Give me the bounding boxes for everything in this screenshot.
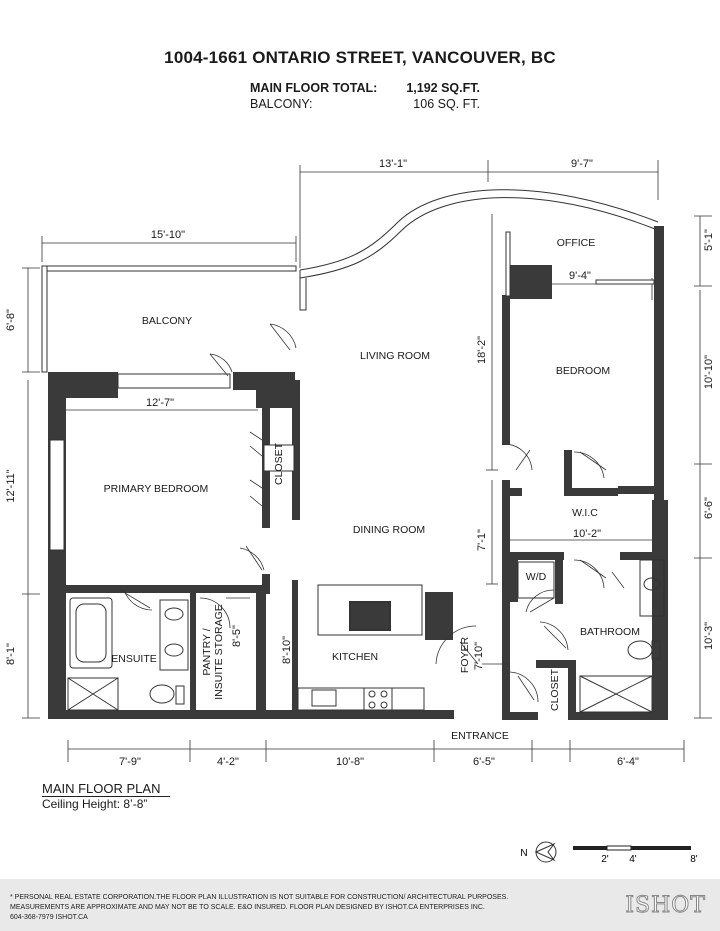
curved-window-wall [299,189,659,311]
dim-bottom-10-8: 10'-8" [336,756,364,768]
dim-bottom-7-9: 7'-9" [119,756,141,768]
plan-title-rule [42,796,170,797]
dim-bottom-4-2: 4'-2" [217,756,239,768]
dim-primary-width: 12'-7" [146,397,174,409]
dim-right-6-6: 6'-6" [703,497,715,519]
dimension-lines [22,160,712,762]
dim-top-9-7: 9'-7" [571,158,593,170]
label-living-room: LIVING ROOM [360,350,430,362]
label-wd: W/D [526,571,547,583]
footer-band [0,879,720,931]
dim-balcony-width: 15'-10" [151,229,185,241]
scale-4: 4' [629,854,637,865]
dim-right-10-10: 10'-10" [703,355,715,389]
dimension-labels: 13'-1" 9'-7" 15'-10" 5'-1" 6'-8" 9'-4" 1… [5,158,715,768]
ishot-logo: ISHOT [625,893,706,919]
dim-wic-width: 10'-2" [573,528,601,540]
dim-bottom-6-4: 6'-4" [617,756,639,768]
dim-right-5-1: 5'-1" [703,229,715,251]
scale-2: 2' [601,854,609,865]
label-bedroom: BEDROOM [556,365,610,377]
label-balcony: BALCONY [142,315,192,327]
disclaimer: * PERSONAL REAL ESTATE CORPORATION.THE F… [10,893,508,923]
scale-8: 8' [690,854,698,865]
ceiling-height: Ceiling Height: 8’-8” [42,797,148,811]
label-pantry: PANTRY / [201,628,213,675]
balcony-value: 106 SQ. FT. [413,97,480,111]
door-swings [119,323,625,703]
label-foyer: FOYER [459,636,471,673]
dim-living-depth: 18'-2" [476,336,488,364]
dim-kitchen-8-10: 8'-10" [281,636,293,664]
plan-title: MAIN FLOOR PLAN [42,781,161,796]
dim-balcony-depth: 6'-8" [5,309,17,331]
floor-plan-diagram: OFFICE BALCONY LIVING ROOM BEDROOM PRIMA… [5,158,715,865]
fixtures [49,231,665,713]
compass-icon [534,842,556,862]
label-insuite-storage: INSUITE STORAGE [213,604,225,700]
room-labels: OFFICE BALCONY LIVING ROOM BEDROOM PRIMA… [104,237,640,742]
balcony-railing [41,265,297,373]
disclaimer-line-3: 604-368-7979 ISHOT.CA [10,914,88,921]
dim-office-width: 9'-4" [569,270,591,282]
label-entrance: ENTRANCE [451,730,509,742]
label-bathroom: BATHROOM [580,626,640,638]
label-dining-room: DINING ROOM [353,524,425,536]
label-primary-bedroom: PRIMARY BEDROOM [104,483,209,495]
area-totals: MAIN FLOOR TOTAL: 1,192 SQ.FT. BALCONY: 10… [250,80,480,112]
dim-mid-7-1: 7'-1" [476,529,488,551]
dim-top-13-1: 13'-1" [379,158,407,170]
dim-bottom-6-5: 6'-5" [473,756,495,768]
disclaimer-line-1: * PERSONAL REAL ESTATE CORPORATION.THE F… [10,894,509,901]
disclaimer-line-2: MEASUREMENTS ARE APPROXIMATE AND MAY NOT… [10,904,485,911]
dim-left-12-11: 12'-11" [5,469,17,502]
main-floor-value: 1,192 SQ.FT. [406,81,480,95]
north-label: N [520,848,527,859]
label-office: OFFICE [557,237,596,249]
dim-pantry-8-5: 8'-5" [231,625,243,647]
label-closet: CLOSET [273,442,285,485]
balcony-label: BALCONY: [250,97,313,111]
dim-left-8-1: 8'-1" [5,643,17,665]
label-kitchen: KITCHEN [332,651,378,663]
main-floor-label: MAIN FLOOR TOTAL: [250,81,378,95]
label-ensuite: ENSUITE [111,653,157,665]
scale-bar: 2' 4' 8' [573,845,698,865]
dim-right-10-3: 10'-3" [703,622,715,650]
walls [48,226,668,720]
dim-foyer-7-10: 7'-10" [473,642,485,670]
label-wic: W.I.C [572,507,598,519]
page-title: 1004-1661 ONTARIO STREET, VANCOUVER, BC [164,48,556,67]
north-arrow: N [520,841,557,863]
label-closet-entry: CLOSET [549,668,561,711]
